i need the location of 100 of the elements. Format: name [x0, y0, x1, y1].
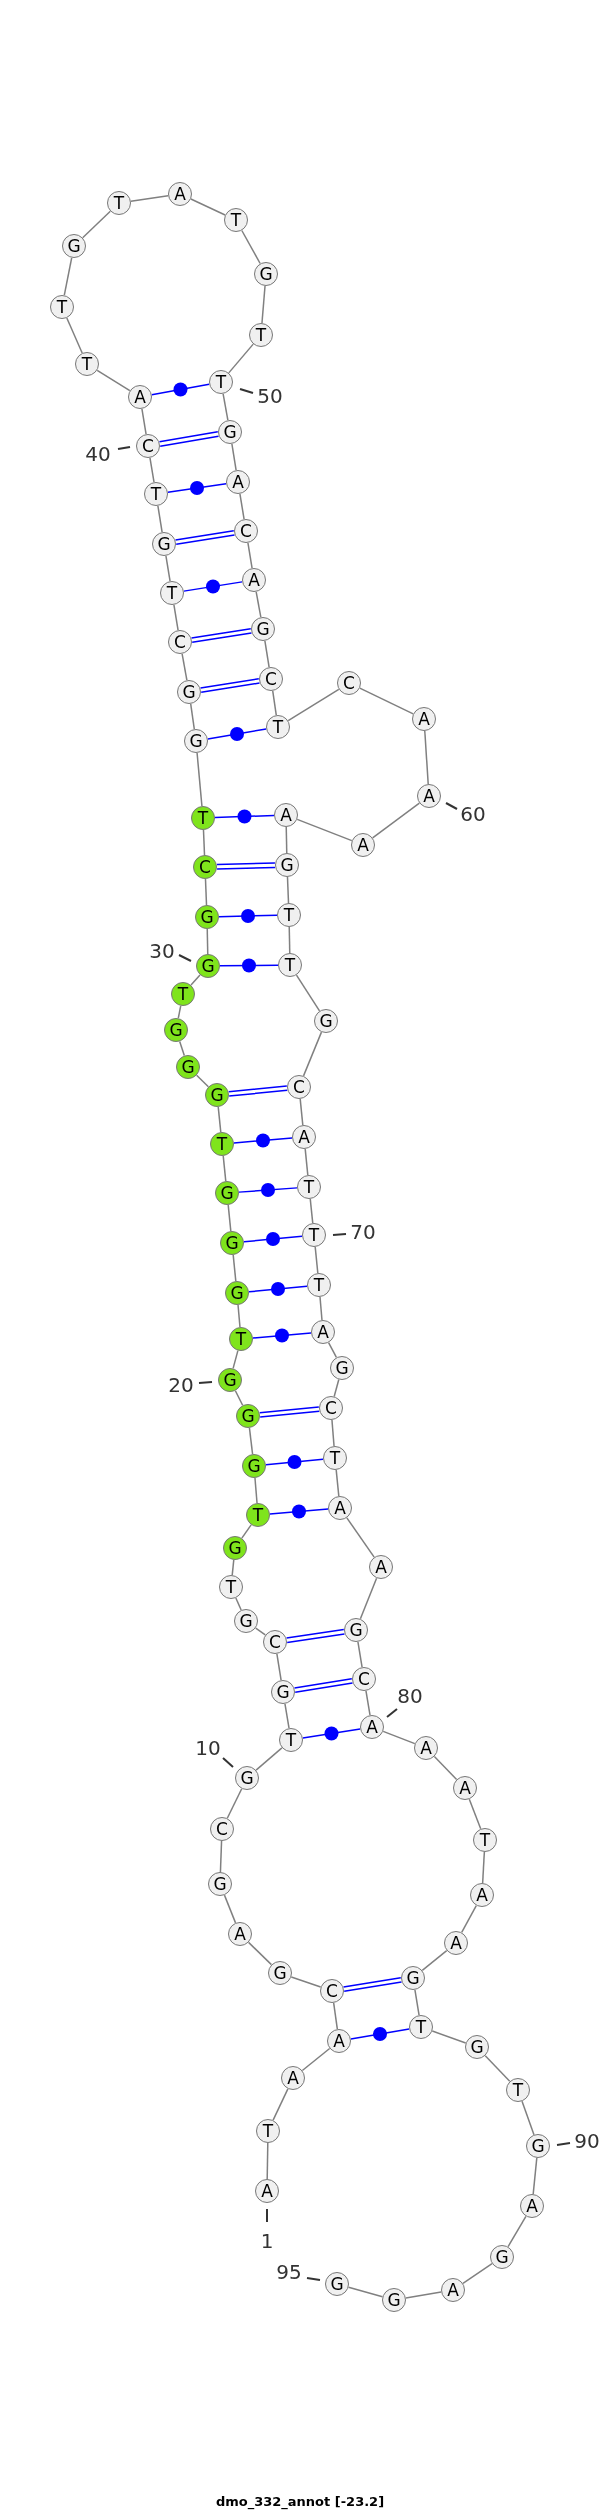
nucleotide-circle: C [259, 667, 283, 691]
backbone-line [371, 802, 421, 839]
backbone-line [234, 1390, 244, 1406]
backbone-line [272, 2088, 289, 2121]
nucleotide-circle: T [224, 208, 248, 232]
backbone-line [359, 1577, 378, 1620]
nucleotide-circle: A [311, 1320, 335, 1344]
nucleotide-circle: G [205, 1083, 229, 1107]
nucleotide-circle: A [292, 1125, 316, 1149]
backbone-line [333, 1378, 340, 1398]
position-number: 30 [149, 941, 175, 961]
backbone-line [149, 457, 155, 483]
backbone-line [63, 257, 73, 296]
backbone-line [347, 2286, 384, 2298]
backbone-line [241, 1524, 252, 1539]
backbone-line [228, 343, 254, 374]
nucleotide-circle: G [268, 1961, 292, 1985]
nucleotide-circle: G [152, 532, 176, 556]
nucleotide-circle: A [417, 784, 441, 808]
backbone-line [239, 493, 245, 520]
nucleotide-circle: T [409, 2015, 433, 2039]
nucleotide-circle: T [50, 295, 74, 319]
backbone-line [190, 974, 201, 986]
backbone-line [327, 1341, 338, 1359]
nucleotide-circle: G [195, 905, 219, 929]
nucleotide-circle: T [191, 806, 215, 830]
base-pair-double-line [293, 1678, 354, 1693]
nucleotide-circle: G [254, 262, 278, 286]
nucleotide-circle: G [251, 617, 275, 641]
base-pair-double-line [228, 1085, 288, 1097]
backbone-line [295, 974, 321, 1012]
nucleotide-circle: C [193, 855, 217, 879]
backbone-line [219, 1840, 223, 1873]
backbone-line [357, 1641, 363, 1668]
backbone-line [247, 1941, 273, 1966]
backbone-line [232, 1349, 239, 1370]
backbone-line [261, 285, 266, 324]
nucleotide-circle: T [277, 903, 301, 927]
base-pair-double-line [259, 1406, 320, 1418]
backbone-line [460, 1904, 478, 1934]
backbone-line [405, 2291, 442, 2299]
backbone-line [237, 1304, 241, 1328]
backbone-line [222, 1155, 227, 1182]
position-number: 1 [260, 2231, 274, 2251]
backbone-line [424, 730, 429, 785]
nucleotide-circle: G [164, 1018, 188, 1042]
nucleotide-circle: C [352, 1667, 376, 1691]
backbone-line [314, 1246, 319, 1274]
backbone-line [141, 408, 147, 435]
backbone-line [309, 1198, 314, 1224]
nucleotide-circle: C [136, 434, 160, 458]
backbone-line [421, 1949, 448, 1972]
nucleotide-circle: T [307, 1273, 331, 1297]
backbone-line [255, 591, 262, 618]
base-pair-double-line [158, 431, 220, 447]
base-pair-line [238, 1187, 298, 1193]
nucleotide-circle: G [330, 1356, 354, 1380]
nucleotide-circle: G [215, 1181, 239, 1205]
nucleotide-circle: A [444, 1931, 468, 1955]
backbone-line [468, 1798, 482, 1830]
backbone-line [301, 2047, 331, 2072]
backbone-line [346, 1517, 375, 1558]
nucleotide-circle: G [344, 1618, 368, 1642]
nucleotide-circle: T [297, 1175, 321, 1199]
base-pair-line [265, 1458, 324, 1466]
base-pair-double-line [285, 1628, 346, 1644]
backbone-line [331, 1419, 335, 1447]
position-number: 60 [460, 804, 486, 824]
backbone-line [285, 826, 288, 854]
nucleotide-circle: G [225, 1281, 249, 1305]
nucleotide-circle: A [281, 2066, 305, 2090]
backbone-line [254, 1627, 267, 1636]
base-pair-line [243, 1235, 303, 1243]
backbone-line [189, 703, 196, 730]
nucleotide-circle: C [287, 1075, 311, 1099]
nucleotide-circle: A [255, 2179, 279, 2203]
backbone-line [177, 1005, 182, 1019]
backbone-line [204, 878, 208, 906]
nucleotide-circle: T [256, 2119, 280, 2143]
base-pair-line [218, 914, 278, 918]
backbone-line [335, 1469, 340, 1497]
nucleotide-circle: G [223, 1536, 247, 1560]
nucleotide-circle: A [327, 2029, 351, 2053]
nucleotide-circle: C [319, 1396, 343, 1420]
nucleotide-circle: G [208, 1872, 232, 1896]
nucleotide-circle: A [351, 833, 375, 857]
base-pair-line [269, 1508, 329, 1515]
backbone-line [235, 1597, 242, 1611]
nucleotide-circle: A [369, 1555, 393, 1579]
nucleotide-circle: T [219, 1575, 243, 1599]
backbone-line [302, 1031, 323, 1077]
nucleotide-circle: C [337, 671, 361, 695]
position-number: 90 [574, 2131, 600, 2151]
nucleotide-circle: G [196, 954, 220, 978]
base-pair-line [151, 383, 210, 396]
nucleotide-circle: G [220, 1231, 244, 1255]
nucleotide-circle: T [278, 953, 302, 977]
backbone-line [255, 1747, 283, 1771]
nucleotide-circle: A [441, 2278, 465, 2302]
backbone-line [96, 369, 131, 392]
